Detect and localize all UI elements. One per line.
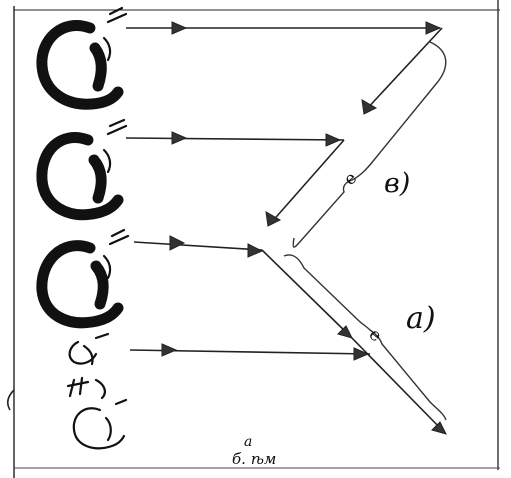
glyph-3 — [36, 228, 130, 329]
glyph-2 — [36, 118, 128, 221]
input-arrow-2 — [125, 131, 345, 147]
glyph-4 — [66, 332, 128, 450]
glyph-1 — [36, 6, 128, 110]
zigzag-upper-segment — [361, 27, 443, 115]
zigzag-lower-segment — [261, 249, 447, 435]
caption-top: a — [244, 434, 252, 450]
brace-b — [292, 41, 447, 248]
zigzag-middle-segment — [265, 139, 345, 227]
caption-bottom: б. ѣм — [232, 450, 276, 468]
branch-label-b: в) — [384, 168, 410, 199]
frame — [6, 0, 500, 478]
branch-label-a: a) — [406, 301, 436, 336]
input-arrow-1 — [126, 21, 442, 35]
brace-a — [283, 254, 447, 421]
input-arrow-4 — [129, 343, 371, 361]
input-arrow-3 — [133, 235, 264, 258]
